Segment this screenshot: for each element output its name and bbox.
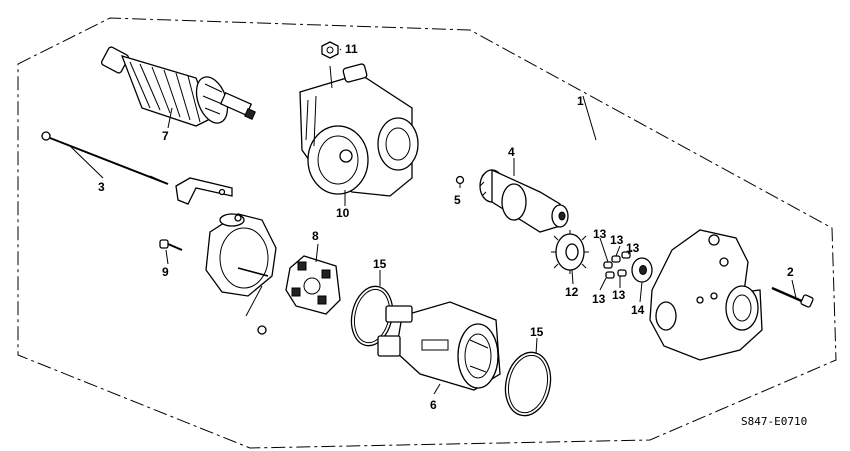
mounting-bracket <box>175 177 233 205</box>
callout-11: 11 <box>345 42 358 56</box>
callout-9: 9 <box>162 265 169 279</box>
callout-13-b: 13 <box>610 233 624 247</box>
callout-13-d: 13 <box>592 292 606 306</box>
rear-end-cover <box>205 213 277 317</box>
callout-13-e: 13 <box>612 288 626 302</box>
callout-8: 8 <box>312 229 319 243</box>
callout-2: 2 <box>787 265 794 279</box>
callout-14: 14 <box>631 303 645 317</box>
housing-bolt <box>771 286 814 308</box>
o-ring-front-inner <box>507 354 549 414</box>
screw <box>159 239 183 251</box>
callout-6: 6 <box>430 398 437 412</box>
callout-5: 5 <box>454 193 461 207</box>
callout-15-a: 15 <box>373 257 387 271</box>
callout-7: 7 <box>162 129 169 143</box>
through-bolt <box>41 131 169 185</box>
retainer-set <box>603 251 631 279</box>
pinion-holder <box>631 257 653 283</box>
callout-13-a: 13 <box>593 227 607 241</box>
diagram-code: S847-E0710 <box>741 415 807 428</box>
steel-ball <box>455 175 465 185</box>
pinion-gear <box>551 230 589 274</box>
cover-screw <box>257 325 267 335</box>
callout-3: 3 <box>98 180 105 194</box>
o-ring-front <box>504 351 552 417</box>
nut <box>321 41 339 59</box>
yoke-assembly <box>377 301 501 391</box>
overrunning-clutch <box>479 168 569 233</box>
armature <box>101 46 256 127</box>
leader-lines <box>69 48 797 395</box>
brush-holder <box>285 255 341 315</box>
assembly-boundary <box>17 17 837 449</box>
starter-housing <box>299 63 419 197</box>
callout-4: 4 <box>508 145 515 159</box>
front-housing <box>649 229 763 361</box>
callout-15-b: 15 <box>530 325 544 339</box>
callout-13-c: 13 <box>626 241 640 255</box>
callout-labels: 1 2 3 4 5 6 7 8 9 10 11 12 13 13 13 13 1… <box>98 42 794 412</box>
callout-12: 12 <box>565 285 579 299</box>
callout-10: 10 <box>336 206 350 220</box>
callout-1: 1 <box>577 94 584 108</box>
